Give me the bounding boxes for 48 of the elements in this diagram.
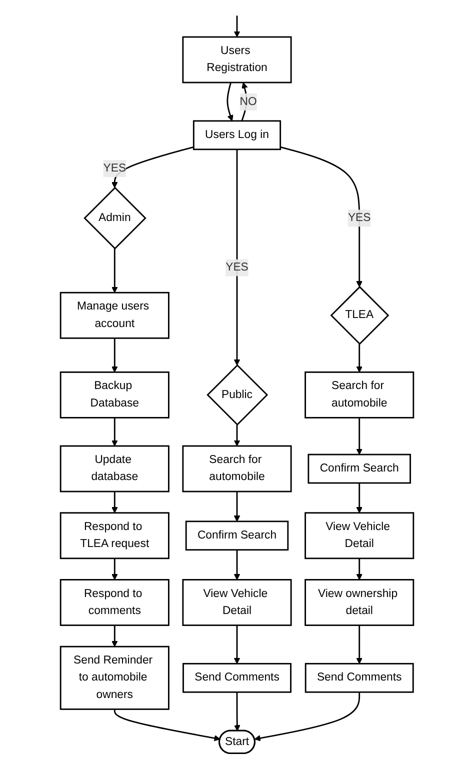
decision-diamond: TLEA — [330, 286, 390, 345]
decision-diamond: Admin — [84, 186, 146, 250]
process-box: View ownership detail — [304, 579, 414, 626]
process-box: Send Comments — [304, 662, 414, 693]
process-box: Respond to TLEA request — [60, 512, 170, 560]
process-box: Respond to comments — [60, 579, 170, 626]
arrow — [234, 149, 240, 366]
arrow — [234, 692, 240, 732]
process-box: Search for automobile — [182, 445, 292, 492]
process-box: View Vehicle Detail — [304, 512, 414, 560]
edge-label: YES — [348, 210, 371, 227]
arrow — [112, 492, 118, 514]
arrow — [280, 146, 362, 288]
arrow — [112, 558, 118, 580]
process-box: View Vehicle Detail — [182, 579, 292, 626]
process-box: Update database — [60, 445, 170, 492]
arrow — [112, 418, 118, 446]
arrow — [234, 492, 240, 522]
process-box: Search for automobile — [304, 371, 414, 418]
arrow — [114, 709, 220, 742]
arrow — [112, 338, 118, 372]
arrow — [356, 344, 362, 372]
arrow — [112, 625, 118, 647]
decision-diamond: Public — [206, 364, 268, 426]
arrow — [356, 625, 362, 664]
process-box: Users Log in — [192, 120, 282, 150]
arrow — [234, 424, 240, 446]
edge-label: YES — [103, 160, 126, 178]
edge-label: NO — [240, 93, 257, 110]
arrow — [226, 82, 234, 122]
arrow — [112, 248, 118, 293]
process-box: Backup Database — [60, 371, 170, 418]
edge-label: YES — [226, 259, 248, 276]
terminal-ellipse: Start — [218, 730, 256, 754]
process-box: Send Reminder to automobile owners — [60, 646, 170, 710]
arrow — [234, 550, 240, 580]
arrow — [356, 483, 362, 514]
process-box: Manage users account — [60, 292, 170, 339]
arrow — [234, 16, 240, 38]
arrow — [254, 692, 360, 742]
arrow — [234, 625, 240, 664]
arrow — [356, 558, 362, 580]
arrow — [356, 418, 362, 455]
process-box: Users Registration — [182, 36, 292, 84]
arrow — [112, 146, 194, 188]
process-box: Confirm Search — [308, 454, 411, 484]
process-box: Send Comments — [182, 662, 292, 693]
process-box: Confirm Search — [185, 520, 289, 551]
